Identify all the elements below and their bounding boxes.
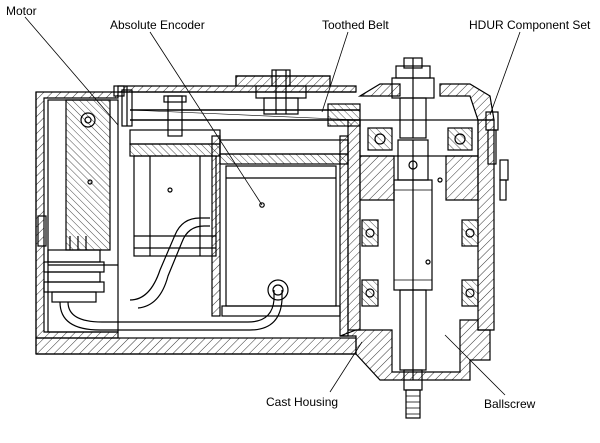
top-cover: [117, 75, 357, 93]
leader-belt: [321, 31, 349, 113]
cast-housing-right: [339, 83, 495, 381]
hdur-component-set-label: HDUR Component Set: [469, 18, 591, 32]
ballscrew: [393, 139, 443, 419]
motor-body: [47, 99, 119, 333]
leader-ballscrew: [444, 334, 506, 396]
cast-housing-left: [35, 91, 357, 355]
top-pulley-assembly: [121, 69, 331, 137]
absolute-encoder-label: Absolute Encoder: [110, 18, 205, 32]
toothed-belt: [129, 103, 361, 127]
motor-cable: [59, 217, 283, 331]
motor-label: Motor: [6, 4, 37, 18]
central-block: [211, 135, 349, 337]
ballscrew-label: Ballscrew: [484, 397, 536, 411]
fasteners: [37, 85, 509, 247]
leader-encoder: [149, 31, 263, 206]
toothed-belt-label: Toothed Belt: [322, 18, 389, 32]
leader-hdur: [489, 31, 521, 116]
ballscrew-pulley: [391, 57, 435, 139]
hdur-component-set: [359, 119, 479, 307]
cable-gland: [43, 236, 105, 303]
cast-housing-label: Cast Housing: [266, 395, 339, 409]
absolute-encoder: [129, 129, 221, 257]
